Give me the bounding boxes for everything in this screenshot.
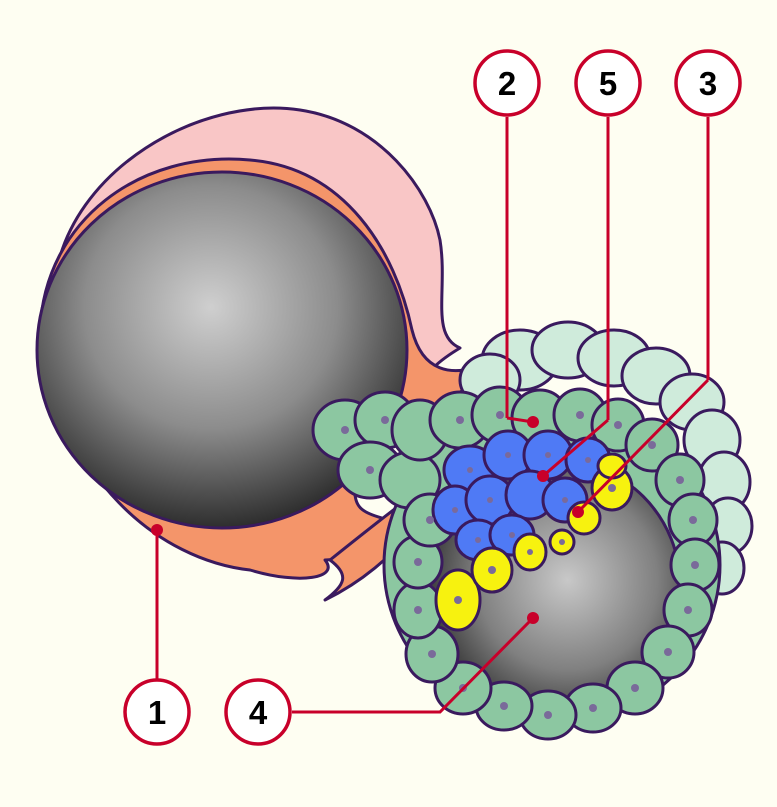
leader-dot-2	[527, 416, 539, 428]
callout-label-5: 5	[599, 65, 617, 102]
callout-label-4: 4	[249, 694, 268, 731]
leader-dot-5	[537, 470, 549, 482]
callout-2: 2	[475, 51, 539, 115]
callout-3: 3	[676, 51, 740, 115]
callout-4: 4	[226, 680, 290, 744]
callout-label-3: 3	[699, 65, 717, 102]
callout-label-1: 1	[148, 694, 166, 731]
leader-dot-3	[572, 506, 584, 518]
callout-5: 5	[576, 51, 640, 115]
callout-1: 1	[125, 680, 189, 744]
leader-dot-1	[151, 524, 163, 536]
callout-label-2: 2	[498, 65, 516, 102]
leader-dot-4	[527, 612, 539, 624]
